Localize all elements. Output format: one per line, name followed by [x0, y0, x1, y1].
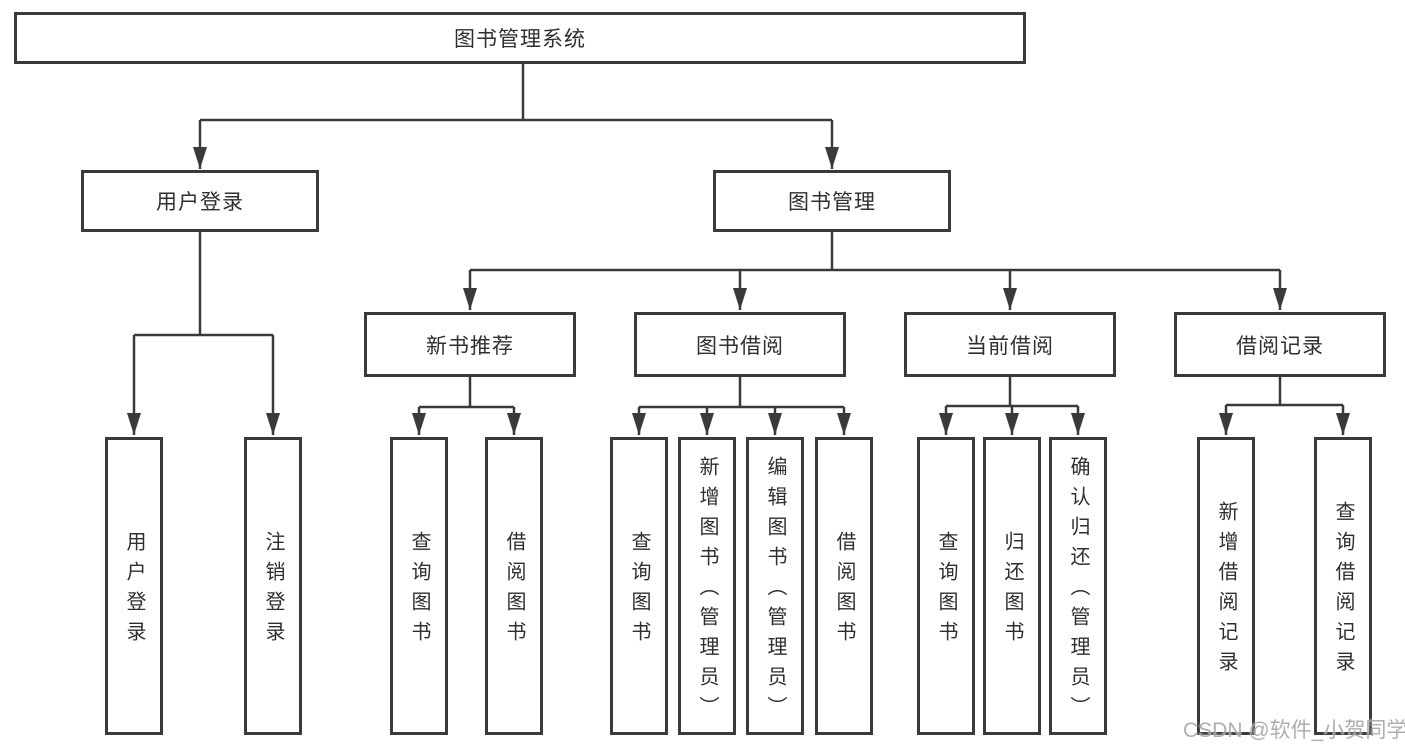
leaf-query-books-recommend-label: 查询图书: [408, 531, 430, 651]
leaf-logout: 注销登录: [244, 437, 302, 735]
connector-new-book-children: [412, 377, 521, 435]
connector-book-borrow-children: [632, 377, 851, 435]
leaf-add-books-admin-label: 新增图书（管理员）: [696, 456, 718, 726]
leaf-borrow-books: 借阅图书: [815, 437, 873, 735]
leaf-query-books-borrow-label: 查询图书: [628, 531, 650, 651]
node-current-borrowing: 当前借阅: [904, 312, 1116, 377]
leaf-query-books-current-label: 查询图书: [935, 531, 957, 651]
node-root-label: 图书管理系统: [454, 28, 586, 51]
leaf-confirm-return-admin-label: 确认归还（管理员）: [1067, 456, 1089, 726]
leaf-edit-books-admin-label: 编辑图书（管理员）: [764, 456, 786, 726]
leaf-borrow-books-label: 借阅图书: [833, 531, 855, 651]
leaf-add-borrow-record: 新增借阅记录: [1197, 437, 1255, 735]
node-new-book-recommendation-label: 新书推荐: [426, 334, 514, 358]
leaf-query-borrow-record-label: 查询借阅记录: [1332, 501, 1354, 681]
leaf-logout-label: 注销登录: [262, 531, 284, 651]
node-new-book-recommendation: 新书推荐: [364, 312, 576, 377]
leaf-borrow-books-recommend: 借阅图书: [485, 437, 543, 735]
node-current-borrowing-label: 当前借阅: [966, 334, 1054, 358]
node-book-management: 图书管理: [713, 170, 951, 232]
leaf-borrow-books-recommend-label: 借阅图书: [503, 531, 525, 651]
leaf-query-borrow-record: 查询借阅记录: [1314, 437, 1372, 735]
leaf-query-books-borrow: 查询图书: [610, 437, 668, 735]
leaf-confirm-return-admin: 确认归还（管理员）: [1049, 437, 1107, 735]
node-root: 图书管理系统: [14, 12, 1026, 64]
leaf-return-books: 归还图书: [983, 437, 1041, 735]
node-borrowing-records-label: 借阅记录: [1236, 334, 1324, 358]
leaf-edit-books-admin: 编辑图书（管理员）: [746, 437, 804, 735]
leaf-query-books-recommend: 查询图书: [390, 437, 448, 735]
leaf-add-borrow-record-label: 新增借阅记录: [1215, 501, 1237, 681]
csdn-watermark: CSDN @软件_小贺同学: [1183, 719, 1405, 742]
connector-book-management-children: [463, 232, 1287, 310]
connector-borrow-records-children: [1219, 377, 1350, 435]
node-borrowing-records: 借阅记录: [1174, 312, 1386, 377]
connector-user-login-children: [127, 232, 280, 435]
leaf-user-login: 用户登录: [105, 437, 163, 735]
connector-root-to-level2: [193, 64, 839, 169]
node-book-borrowing: 图书借阅: [634, 312, 846, 377]
node-user-login: 用户登录: [81, 170, 319, 232]
node-book-management-label: 图书管理: [788, 191, 876, 214]
leaf-query-books-current: 查询图书: [917, 437, 975, 735]
leaf-user-login-label: 用户登录: [123, 531, 145, 651]
leaf-return-books-label: 归还图书: [1001, 531, 1023, 651]
node-book-borrowing-label: 图书借阅: [696, 334, 784, 358]
node-user-login-label: 用户登录: [156, 191, 244, 214]
connector-current-borrow-children: [939, 377, 1085, 435]
leaf-add-books-admin: 新增图书（管理员）: [678, 437, 736, 735]
